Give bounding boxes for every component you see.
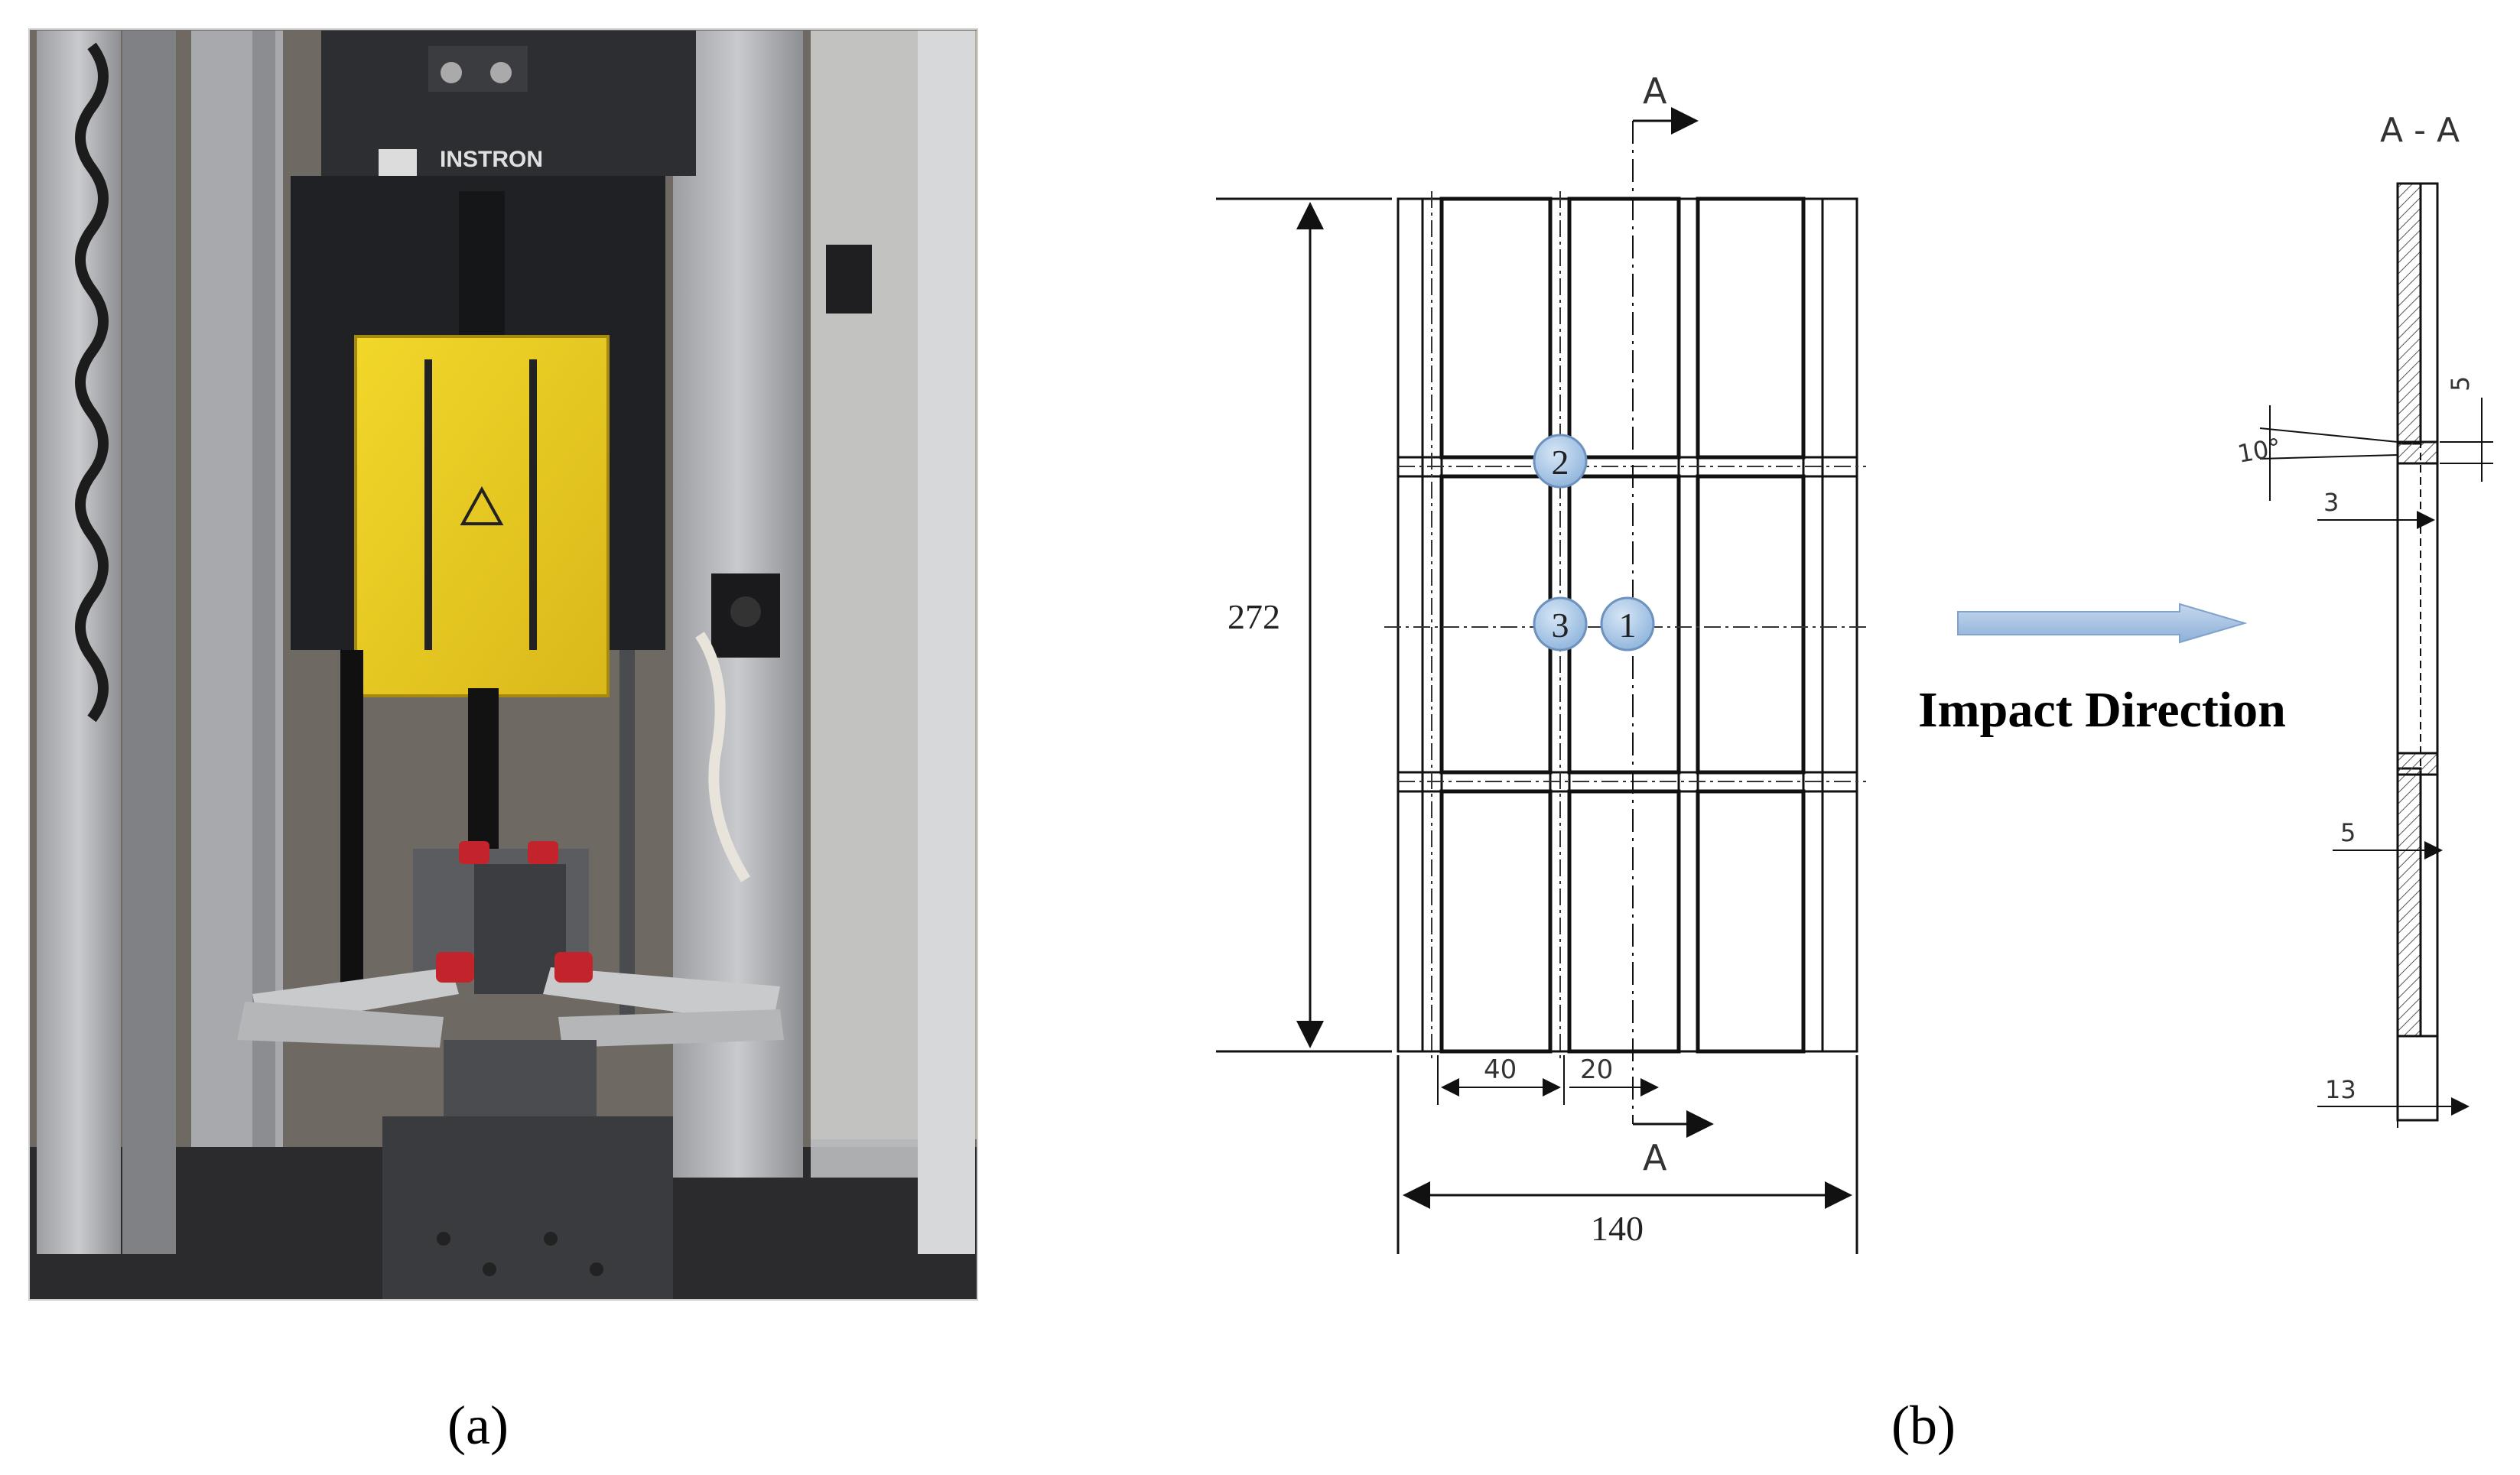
guide-rod-right xyxy=(619,650,635,1017)
inner-left-rail xyxy=(252,31,275,1147)
section-plate-hatch-bottom xyxy=(2396,767,2422,1038)
sensor-cable xyxy=(695,632,750,882)
point-3-marker xyxy=(1533,596,1588,651)
coiled-cable xyxy=(75,42,109,723)
section-rib-1 xyxy=(2396,440,2439,465)
dim-pitch-label: 40 xyxy=(1484,1054,1517,1085)
impact-arrow xyxy=(1957,603,2248,644)
section-plate-hatch-top xyxy=(2396,182,2422,445)
clamp-arm-right xyxy=(543,967,780,1025)
base-bolt-1 xyxy=(437,1232,450,1246)
right-frame-edge xyxy=(918,31,975,1254)
section-mark-bottom: A xyxy=(1643,1137,1667,1178)
section-mark-top: A xyxy=(1643,70,1667,112)
yellow-safety-shield xyxy=(354,335,610,697)
dim-offset-label: 20 xyxy=(1580,1054,1613,1085)
guide-rod-left xyxy=(340,650,363,1017)
shield-slot-right xyxy=(529,359,537,650)
left-frame-column-inner xyxy=(122,31,176,1254)
machine-logo xyxy=(379,149,417,178)
dim-angle-line-2 xyxy=(2259,454,2398,460)
panel-a-photo: INSTRON dynatup xyxy=(28,28,978,1301)
section-rib-bottom xyxy=(2396,1035,2439,1122)
warning-icon xyxy=(460,486,504,525)
base-bolt-4 xyxy=(590,1262,603,1276)
sensor-box-top xyxy=(826,245,872,314)
dim-width-label: 140 xyxy=(1591,1209,1644,1248)
dim-rib-width-label: 3 xyxy=(2323,488,2339,517)
machine-brand: INSTRON xyxy=(440,147,543,172)
section-view: A - A xyxy=(2259,111,2493,1128)
section-rib-2 xyxy=(2396,752,2439,776)
dim-angle-label: 10° xyxy=(2235,433,2283,469)
sensor-lens xyxy=(730,596,761,627)
point-2-label: 2 xyxy=(1552,443,1569,482)
shield-slot-left xyxy=(424,359,432,650)
dim-height-label: 272 xyxy=(1227,597,1280,636)
clamp-red-right xyxy=(554,952,593,983)
impact-direction-label: Impact Direction xyxy=(1918,682,2286,738)
clamp-red-small-right xyxy=(459,841,489,864)
clamp-red-small-left xyxy=(528,841,558,864)
base-plate xyxy=(382,1116,673,1300)
crosshead-bolt-2 xyxy=(490,62,512,83)
caption-a: (a) xyxy=(447,1395,509,1456)
dim-angle-line-1 xyxy=(2259,427,2398,443)
center-guide xyxy=(459,191,505,344)
point-3-label: 3 xyxy=(1552,606,1569,645)
point-2-marker xyxy=(1533,434,1588,489)
caption-b: (b) xyxy=(1891,1395,1956,1456)
base-bolt-2 xyxy=(483,1262,496,1276)
plate-cells xyxy=(1439,197,1806,1054)
clamp-handle-right xyxy=(558,1009,784,1048)
base-bolt-3 xyxy=(544,1232,558,1246)
section-title: A - A xyxy=(2380,111,2460,150)
dim-rib-height-label: 5 xyxy=(2446,376,2475,391)
dim-plate-thickness-label: 5 xyxy=(2340,818,2356,847)
clamp-handle-left xyxy=(237,1002,444,1048)
point-1-label: 1 xyxy=(1619,606,1637,645)
clamp-red-left xyxy=(436,952,474,983)
dim-total-thickness-label: 13 xyxy=(2325,1075,2356,1104)
point-1-marker xyxy=(1600,596,1655,651)
measurement-points: 2 3 1 xyxy=(1533,434,1655,651)
panel-b-drawing xyxy=(1216,107,1866,1254)
photo-border xyxy=(28,28,978,1301)
crosshead-bolt-1 xyxy=(441,62,462,83)
